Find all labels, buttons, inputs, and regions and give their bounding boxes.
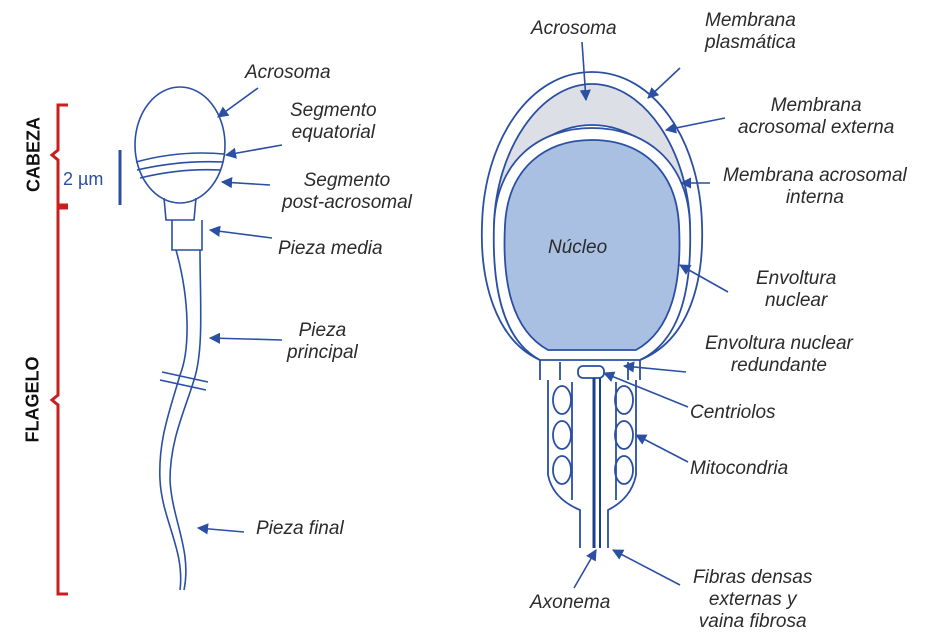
tail-ring xyxy=(162,372,208,382)
mitochondrion xyxy=(553,386,571,414)
arrow-postacro xyxy=(222,182,270,185)
midpiece-sheath xyxy=(548,380,636,548)
head-detail xyxy=(482,72,702,548)
tail xyxy=(160,250,187,590)
arrow-endpiece xyxy=(198,528,244,532)
arrow-principal xyxy=(210,338,282,340)
head-bracket xyxy=(52,105,68,205)
label-midpiece: Pieza media xyxy=(278,238,383,260)
flagellum-section-label: FLAGELO xyxy=(23,355,44,445)
sperm-head xyxy=(135,87,225,203)
arrow-acrosome xyxy=(218,88,258,117)
arrow-midpiece xyxy=(210,230,272,238)
label-nucleus: Núcleo xyxy=(548,237,607,259)
arrow-r-mito xyxy=(636,435,688,462)
label-acrosome: Acrosoma xyxy=(245,62,331,84)
arrow-r-plasma xyxy=(648,68,680,98)
label-r-acrosome: Acrosoma xyxy=(531,18,617,40)
label-mitochondria: Mitocondria xyxy=(690,458,788,480)
scale-bar-label: 2 µm xyxy=(63,169,103,190)
arrow-r-fibers xyxy=(613,550,680,585)
centriole xyxy=(578,366,604,378)
label-centrioles: Centriolos xyxy=(690,402,776,424)
arrow-equatorial xyxy=(226,145,282,155)
label-axoneme: Axonema xyxy=(530,592,610,614)
flagellum-bracket xyxy=(52,208,68,594)
label-end-piece: Pieza final xyxy=(256,518,344,540)
head-section-label: CABEZA xyxy=(24,115,45,195)
midpiece xyxy=(172,220,202,250)
arrow-r-axoneme xyxy=(574,550,596,588)
arrow-r-redundant xyxy=(624,366,686,372)
